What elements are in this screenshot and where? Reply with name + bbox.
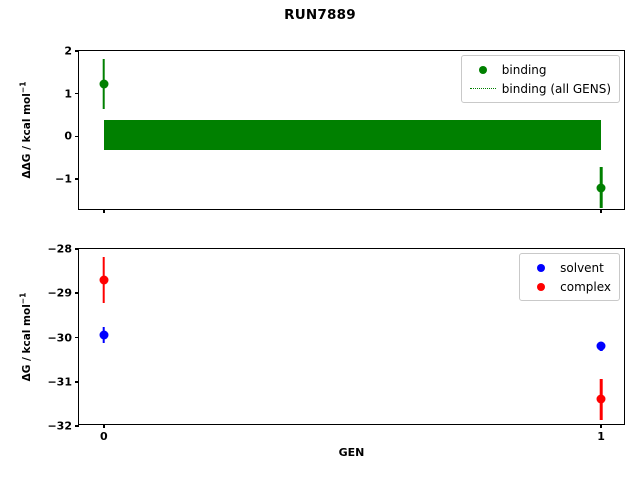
- data-point-solvent: [99, 330, 109, 340]
- x-tick-label: 0: [100, 430, 108, 443]
- y-tick-label: −30: [47, 331, 72, 344]
- top-legend: binding binding (all GENS): [460, 55, 620, 103]
- legend-label: binding: [501, 62, 547, 77]
- bottom-plot-area: [79, 249, 624, 424]
- bottom-axis-y-label-exponent: −1: [18, 292, 28, 304]
- top-plot-area: [79, 51, 624, 209]
- data-point-binding: [99, 79, 109, 89]
- y-tick-label: 1: [64, 87, 72, 101]
- x-tick-mark: [600, 424, 602, 428]
- legend-label: complex: [560, 279, 611, 294]
- y-tick-mark: [75, 380, 79, 383]
- x-tick-mark: [103, 424, 105, 428]
- y-tick-mark: [75, 92, 79, 95]
- legend-key: [468, 88, 498, 89]
- data-point-binding: [596, 183, 606, 193]
- x-tick-mark: [600, 209, 602, 213]
- legend-label: solvent: [560, 260, 604, 275]
- y-tick-mark: [75, 248, 79, 250]
- y-tick-mark: [75, 336, 79, 339]
- top-axis-y-label-text: ΔΔG / kcal mol: [21, 93, 33, 179]
- bottom-axis-y-label-text: ΔG / kcal mol: [21, 303, 33, 381]
- x-tick-mark: [103, 209, 105, 213]
- x-tick-label: 1: [597, 430, 605, 443]
- y-tick-label: −32: [47, 419, 72, 433]
- legend-key: [468, 65, 498, 74]
- y-tick-mark: [75, 425, 79, 427]
- bottom-axes-dg: ΔG / kcal mol−1 −28 −29 −30 −31 −32 0 1 GEN so…: [19, 243, 625, 459]
- legend-entry[interactable]: solvent: [526, 258, 611, 277]
- y-tick-label: 2: [64, 44, 72, 58]
- y-tick-label: −31: [47, 375, 72, 389]
- x-axis-label: GEN: [338, 446, 365, 459]
- legend-entry[interactable]: complex: [526, 277, 611, 296]
- y-tick-mark: [75, 178, 79, 180]
- figure-title: RUN7889: [284, 7, 356, 23]
- y-tick-label: −29: [47, 286, 72, 300]
- legend-dotted-line-icon: [469, 88, 496, 89]
- y-tick-mark: [75, 50, 79, 52]
- legend-entry[interactable]: binding: [468, 60, 611, 79]
- legend-entry[interactable]: binding (all GENS): [468, 79, 611, 98]
- data-point-solvent: [596, 341, 606, 351]
- y-tick-label: 0: [64, 129, 72, 143]
- top-axis-y-label: ΔΔG / kcal mol−1: [18, 60, 34, 200]
- legend-key: [526, 282, 556, 291]
- legend-marker-dot-icon: [537, 263, 546, 272]
- bottom-axis-y-label: ΔG / kcal mol−1: [18, 262, 34, 412]
- top-axis-y-label-exponent: −1: [18, 81, 28, 94]
- binding-all-gens-band: [103, 120, 602, 151]
- y-tick-label: −1: [55, 172, 72, 186]
- legend-marker-dot-icon: [537, 282, 546, 291]
- y-tick-mark: [75, 135, 79, 138]
- legend-key: [526, 263, 556, 272]
- y-tick-label: −28: [47, 242, 72, 256]
- legend-marker-dot-icon: [478, 65, 487, 74]
- data-point-complex: [99, 275, 109, 285]
- data-point-complex: [596, 394, 606, 404]
- y-tick-mark: [75, 292, 79, 295]
- legend-label: binding (all GENS): [501, 81, 611, 96]
- bottom-legend: solvent complex: [519, 253, 620, 301]
